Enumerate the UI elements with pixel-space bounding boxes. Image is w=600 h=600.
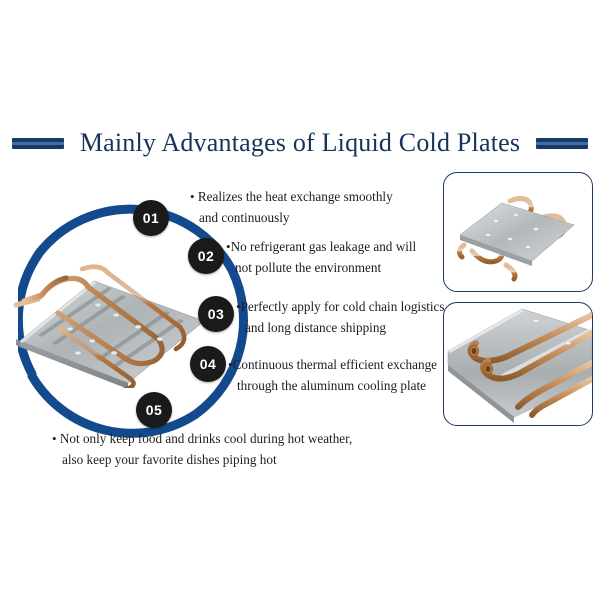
bullet-dot-icon: • xyxy=(52,431,57,446)
cold-plate-illustration xyxy=(13,264,205,388)
page-title: Mainly Advantages of Liquid Cold Plates xyxy=(79,128,521,157)
bullet-dot-icon: • xyxy=(236,299,241,314)
process-arc xyxy=(18,204,248,438)
arc-segment-lower xyxy=(27,265,248,438)
aluminum-cold-plate-top-view-illustration xyxy=(456,195,575,282)
photo-bottom-plate xyxy=(447,308,592,423)
bullet-dot-icon: • xyxy=(228,357,233,372)
advantage-03-line2: and long distance shipping xyxy=(245,320,387,335)
arc-segment-upper xyxy=(18,204,237,379)
plate-mounting-holes xyxy=(66,302,164,356)
advantage-item-02: •No refrigerant gas leakage and will not… xyxy=(226,236,416,278)
advantage-02-line2: not pollute the environment xyxy=(235,260,382,275)
advantage-04-line2: through the aluminum cooling plate xyxy=(237,378,426,393)
advantage-item-04: •Continuous thermal efficient exchange t… xyxy=(228,354,437,396)
title-rule-left-icon xyxy=(11,137,64,149)
photo-top-holes xyxy=(485,213,539,249)
step-badge-01[interactable]: 01 xyxy=(133,200,169,236)
bullet-dot-icon: • xyxy=(190,189,195,204)
advantage-01-line1: Realizes the heat exchange smoothly xyxy=(197,189,393,204)
page-header: Mainly Advantages of Liquid Cold Plates xyxy=(0,122,600,164)
product-photo-top xyxy=(443,172,593,292)
copper-tube-closeup-illustration xyxy=(447,308,592,423)
advantage-03-line1: Perfectly apply for cold chain logistics xyxy=(240,299,445,314)
advantage-item-03: •Perfectly apply for cold chain logistic… xyxy=(236,296,445,338)
title-rule-right-icon xyxy=(536,137,589,149)
bullet-dot-icon: • xyxy=(226,239,231,254)
photo-bottom-holes xyxy=(532,319,572,346)
copper-tubes-secondary xyxy=(57,264,187,388)
advantage-01-line2: and continuously xyxy=(199,210,290,225)
advantage-05-line2: also keep your favorite dishes piping ho… xyxy=(62,452,277,467)
advantage-05-line1: Not only keep food and drinks cool durin… xyxy=(59,431,353,446)
advantage-04-line1: Continuous thermal efficient exchange xyxy=(232,357,438,372)
step-badge-04[interactable]: 04 xyxy=(190,346,226,382)
product-photo-bottom xyxy=(443,302,593,426)
advantage-item-01: • Realizes the heat exchange smoothly an… xyxy=(190,186,393,228)
step-badge-02[interactable]: 02 xyxy=(188,238,224,274)
advantage-item-05: • Not only keep food and drinks cool dur… xyxy=(52,428,352,470)
copper-tubes xyxy=(13,275,165,367)
step-badge-03[interactable]: 03 xyxy=(198,296,234,332)
step-badge-05[interactable]: 05 xyxy=(136,392,172,428)
advantage-02-line1: No refrigerant gas leakage and will xyxy=(230,239,417,254)
photo-top-plate xyxy=(459,202,575,266)
photo-bottom-tube-ends xyxy=(468,345,494,375)
